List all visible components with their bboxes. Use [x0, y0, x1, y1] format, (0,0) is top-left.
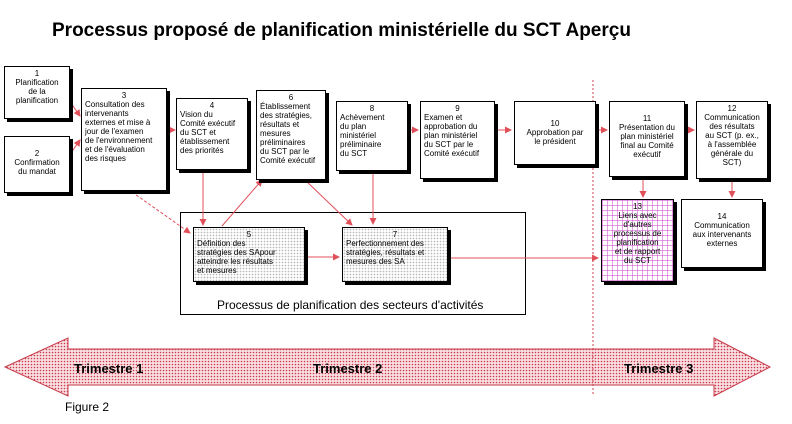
step-11: 11 Présentation du plan ministériel fina… [609, 101, 685, 177]
step-6: 6 Établissement des stratégies, résultat… [256, 90, 326, 180]
quarter-2-label: Trimestre 2 [313, 361, 383, 376]
step-13-number: 13 [633, 202, 642, 211]
step-5-number: 5 [246, 230, 252, 239]
step-12-number: 12 [727, 104, 737, 113]
step-6-text: Établissement des stratégies, résultats … [260, 102, 316, 165]
step-3-number: 3 [121, 91, 127, 100]
step-4: 4 Vision du Comité exécutif du SCT et ét… [176, 98, 248, 170]
step-3-text: Consultation des intervenants externes e… [85, 100, 153, 163]
step-4-text: Vision du Comité exécutif du SCT et étab… [180, 110, 236, 155]
business-line-process-group [180, 212, 526, 315]
arrow-3-5 [131, 191, 191, 234]
step-13-text: Liens avec d'autres processus de planifi… [613, 211, 662, 265]
arrow-2-3 [70, 139, 81, 154]
step-4-number: 4 [209, 101, 215, 110]
step-9: 9 Examen et approbation du plan ministér… [420, 101, 495, 179]
step-14-number: 14 [717, 212, 727, 221]
timeline-arrow [3, 337, 772, 397]
step-3: 3 Consultation des intervenants externes… [81, 88, 167, 191]
step-1-number: 1 [34, 69, 40, 78]
step-7: 7 Perfectionnement des stratégies, résul… [342, 227, 448, 282]
step-12-text: Communication des résultats au SCT (p. e… [704, 113, 760, 167]
figure-caption: Figure 2 [65, 400, 110, 414]
step-12: 12 Communication des résultats au SCT (p… [696, 101, 768, 179]
arrow-1-3 [70, 102, 81, 117]
quarter-1-label: Trimestre 1 [74, 361, 144, 376]
step-11-number: 11 [642, 114, 652, 123]
step-14: 14 Communication aux intervenants extern… [681, 199, 763, 268]
step-1: 1 Planification de la planification [4, 66, 70, 119]
step-10-text: Approbation par le président [526, 128, 584, 146]
step-2-number: 2 [34, 149, 40, 158]
step-2-text: Confirmation du mandat [14, 158, 60, 176]
step-11-text: Présentation du plan ministériel final a… [618, 123, 676, 159]
quarter-3-label: Trimestre 3 [624, 361, 694, 376]
step-5: 5 Définition des stratégies des SApour a… [193, 227, 305, 282]
arrow-5-6 [221, 179, 263, 227]
step-2: 2 Confirmation du mandat [4, 136, 70, 193]
step-6-number: 6 [288, 93, 294, 102]
step-8-text: Achèvement du plan ministériel prélimina… [340, 113, 385, 158]
step-5-text: Définition des stratégies des SApour att… [197, 239, 276, 275]
diagram-title: Processus proposé de planification minis… [52, 20, 631, 41]
step-10-number: 10 [550, 119, 560, 128]
business-line-process-label: Processus de planification des secteurs … [217, 298, 484, 312]
step-10: 10 Approbation par le président [514, 101, 596, 165]
step-14-text: Communication aux intervenants externes [692, 221, 752, 248]
step-7-text: Perfectionnement des stratégies, résulta… [346, 239, 425, 266]
arrow-6-7 [304, 179, 353, 226]
step-8-number: 8 [369, 104, 375, 113]
step-7-number: 7 [392, 230, 398, 239]
step-9-text: Examen et approbation du plan ministérie… [424, 113, 480, 158]
step-13: 13 Liens avec d'autres processus de plan… [601, 199, 674, 282]
step-1-text: Planification de la planification [15, 78, 59, 105]
step-9-number: 9 [455, 104, 460, 113]
step-8: 8 Achèvement du plan ministériel prélimi… [336, 101, 408, 171]
